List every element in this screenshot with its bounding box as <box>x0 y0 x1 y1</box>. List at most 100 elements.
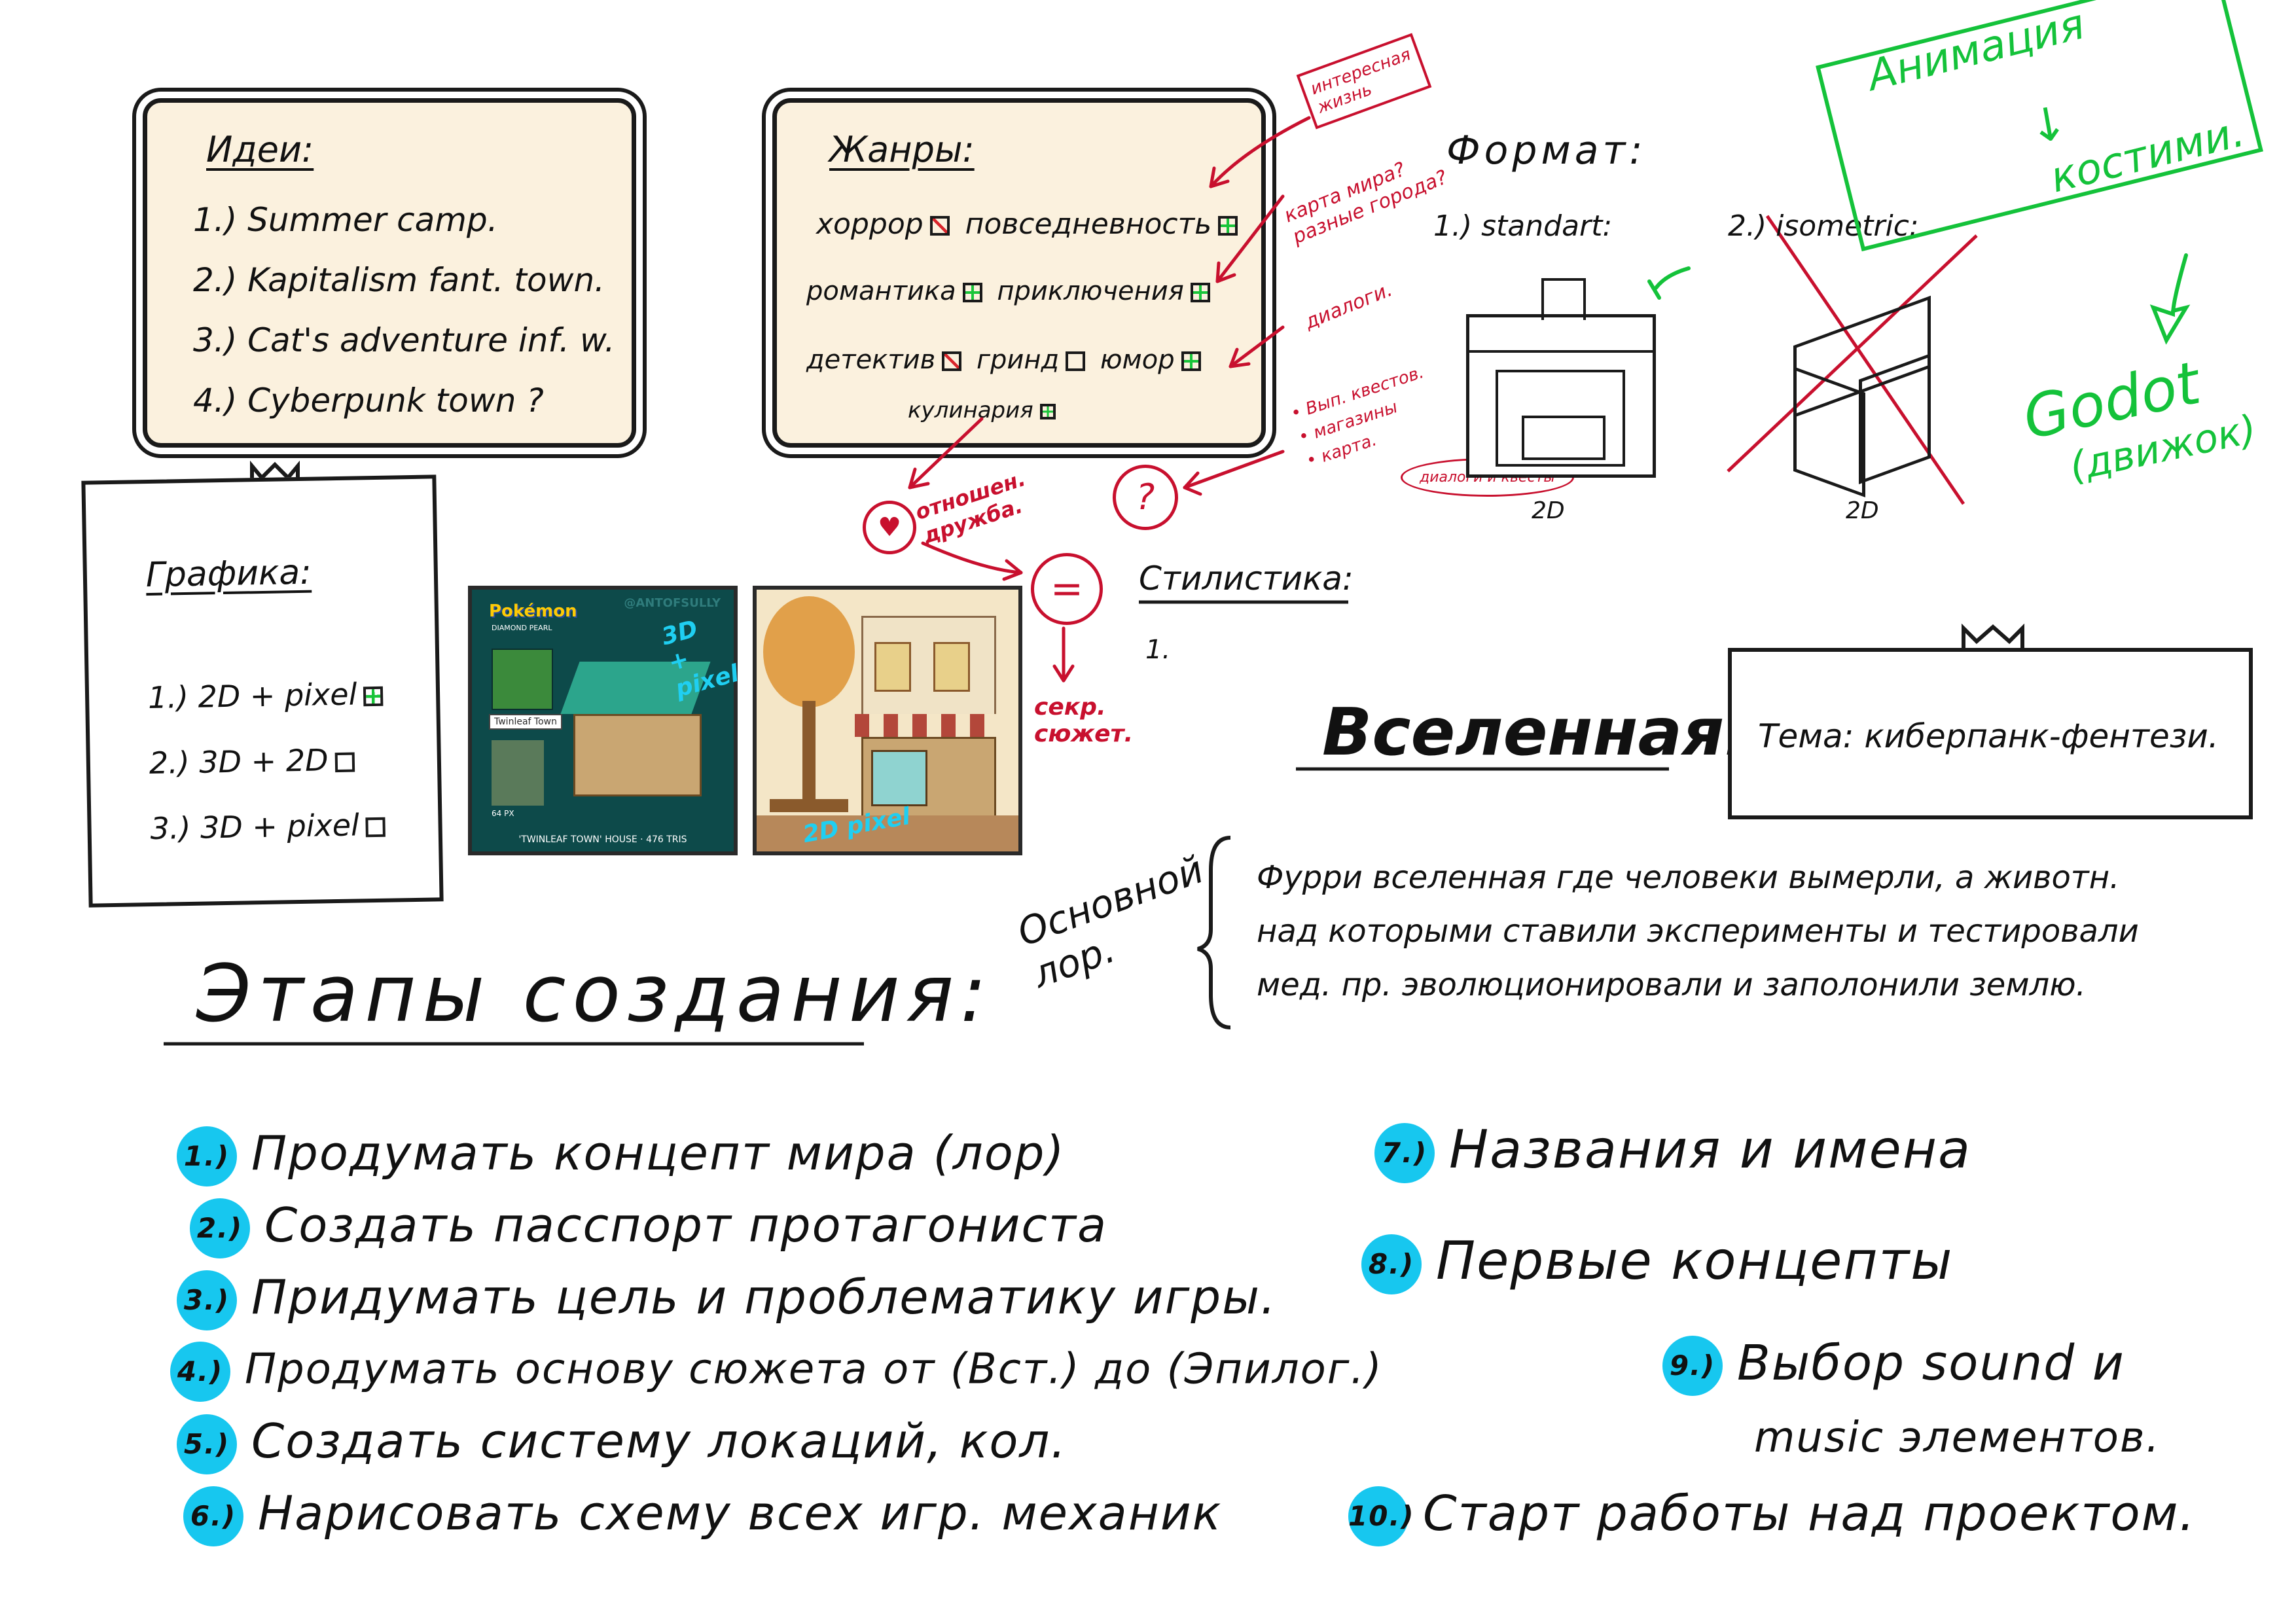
genre-humor: юмор <box>1100 345 1175 375</box>
stage-4-number: 4.) <box>170 1342 230 1402</box>
stage-7: 7.)Названия и имена <box>1374 1119 1972 1184</box>
format-label-2d-1: 2D <box>1532 497 1565 524</box>
graphics-item-1: 1.) 2D + pixel <box>147 676 357 716</box>
sketch-roof <box>1469 317 1653 353</box>
genre-adventure: приключения <box>997 276 1184 306</box>
stage-7-number: 7.) <box>1374 1123 1435 1184</box>
idea-item-4: 4.) Cyberpunk town ? <box>193 382 544 419</box>
stage-3: 3.)Придумать цель и проблематику игры. <box>177 1270 1277 1331</box>
shop-window <box>871 750 927 806</box>
ideas-card: Идеи: 1.) Summer camp. 2.) Kapitalism fa… <box>143 98 636 448</box>
stage-10-text: Старт работы над проектом. <box>1423 1486 2197 1542</box>
stage-6-text: Нарисовать схему всех игр. механик <box>258 1486 1223 1541</box>
pokemon-3d-image: Pokémon DIAMOND PEARL @ANTOFSULLY Twinle… <box>468 586 742 855</box>
theme-text: Тема: киберпанк-фентези. <box>1758 717 2219 755</box>
2d-pixel-image: 2D pixel <box>753 586 1022 855</box>
awning <box>855 714 999 737</box>
graphics-item-2: 2.) 3D + 2D <box>149 742 329 781</box>
genre-grind: гринд <box>976 345 1060 375</box>
graphics-item-3: 3.) 3D + pixel <box>150 807 360 847</box>
stage-5-text: Создать систему локаций, кол. <box>251 1414 1067 1469</box>
stage-9-text: Выбор sound и <box>1737 1335 2125 1391</box>
window-1 <box>874 642 911 692</box>
stage-10: 10.)Старт работы над проектом. <box>1348 1486 2197 1547</box>
ideas-title: Идеи: <box>206 129 314 170</box>
genre-grind-checkbox[interactable] <box>1066 351 1086 371</box>
graphics-item-1-checkbox[interactable] <box>363 686 384 706</box>
lore-line-1: Фурри вселенная где человеки вымерли, а … <box>1257 859 2120 896</box>
sketch-door-frame <box>1496 370 1625 467</box>
stage-9: 9.)Выбор sound и <box>1662 1335 2125 1397</box>
house-3d-body <box>573 714 702 796</box>
stage-4: 4.) Продумать основу сюжета от (Вст.) до … <box>170 1342 1383 1402</box>
pixel-size-label: 64 PX <box>492 809 514 818</box>
genre-detective: детектив <box>806 345 936 375</box>
idea-item-1: 1.) Summer camp. <box>193 201 498 239</box>
small-house-thumb <box>492 649 553 710</box>
genre-horror-checkbox[interactable] <box>929 216 950 236</box>
isometric-sketch <box>1780 295 1937 498</box>
genre-everyday: повседневность <box>965 207 1212 241</box>
stage-8-text: Первые концепты <box>1436 1230 1954 1291</box>
standard-2d-sketch <box>1466 278 1656 478</box>
format-option-1: 1.) standart: <box>1433 209 1613 243</box>
stage-8-number: 8.) <box>1361 1234 1422 1295</box>
note-secret-plot: секр. сюжет. <box>1034 694 1134 747</box>
question-circle: ? <box>1113 465 1178 530</box>
pokemon-logo: Pokémon <box>489 601 577 621</box>
stage-6: 6.) Нарисовать схему всех игр. механик <box>183 1486 1223 1547</box>
genre-horror: хоррор <box>816 207 924 241</box>
genre-detective-checkbox[interactable] <box>942 351 962 371</box>
genre-cooking-checkbox[interactable] <box>1039 403 1056 419</box>
sketch-steps <box>1522 416 1605 460</box>
theme-box: Тема: киберпанк-фентези. <box>1728 648 2253 819</box>
idea-item-3: 3.) Cat's adventure inf. w. <box>193 321 615 359</box>
map-thumb <box>492 740 544 806</box>
stage-5: 5.)Создать систему локаций, кол. <box>177 1414 1067 1475</box>
stage-6-number: 6.) <box>183 1486 243 1547</box>
graphics-card: Графика: 1.) 2D + pixel 2.) 3D + 2D 3.) … <box>81 474 444 908</box>
pokemon-subtitle: DIAMOND PEARL <box>492 624 552 632</box>
universe-title: Вселенная: <box>1322 694 1751 770</box>
graphics-item-2-checkbox[interactable] <box>334 752 355 772</box>
stage-9-number: 9.) <box>1662 1336 1723 1397</box>
stage-1-text: Продумать концепт мира (лор) <box>251 1126 1066 1181</box>
stage-3-number: 3.) <box>177 1270 237 1331</box>
lore-line-2: над которыми ставили эксперименты и тест… <box>1257 913 2139 950</box>
heart-icon: ♥ <box>863 501 916 554</box>
stage-9-line-2: music элементов. <box>1754 1414 2161 1462</box>
stages-title: Этапы создания: <box>196 949 994 1040</box>
sketch-chimney <box>1541 278 1586 320</box>
graphics-item-3-checkbox[interactable] <box>365 817 386 837</box>
stage-1-number: 1.) <box>177 1126 237 1187</box>
genres-card: Жанры: хоррор повседневность романтика п… <box>772 98 1266 448</box>
genre-adventure-checkbox[interactable] <box>1190 283 1210 302</box>
stage-8: 8.)Первые концепты <box>1361 1230 1954 1295</box>
genre-romance: романтика <box>806 276 956 306</box>
genre-humor-checkbox[interactable] <box>1181 351 1201 371</box>
equals-circle: = <box>1031 553 1103 625</box>
window-2 <box>933 642 970 692</box>
stage-7-text: Названия и имена <box>1449 1119 1972 1180</box>
genre-everyday-checkbox[interactable] <box>1218 216 1238 236</box>
ground <box>757 815 1018 851</box>
stage-4-text: Продумать основу сюжета от (Вст.) до (Эп… <box>245 1345 1383 1394</box>
caption-3d: 'TWINLEAF TOWN' HOUSE · 476 TRIS <box>518 834 687 845</box>
stage-2: 2.) Создать пасспорт протагониста <box>190 1198 1108 1259</box>
artist-handle: @ANTOFSULLY <box>624 596 721 610</box>
lore-text: Фурри вселенная где человеки вымерли, а … <box>1257 851 2139 1012</box>
genre-cooking: кулинария <box>908 397 1033 423</box>
tree-shape <box>763 596 855 707</box>
bench <box>770 799 848 812</box>
format-label-2d-2: 2D <box>1846 497 1879 524</box>
format-option-2: 2.) isometric: <box>1728 209 1919 243</box>
genres-title: Жанры: <box>829 129 975 170</box>
style-title: Стилистика: <box>1139 560 1354 597</box>
genre-romance-checkbox[interactable] <box>962 283 982 302</box>
stage-2-number: 2.) <box>190 1198 250 1259</box>
idea-item-2: 2.) Kapitalism fant. town. <box>193 261 605 299</box>
stage-2-text: Создать пасспорт протагониста <box>264 1198 1108 1253</box>
format-title: Формат: <box>1446 128 1647 173</box>
stage-1: 1.) Продумать концепт мира (лор) <box>177 1126 1066 1187</box>
